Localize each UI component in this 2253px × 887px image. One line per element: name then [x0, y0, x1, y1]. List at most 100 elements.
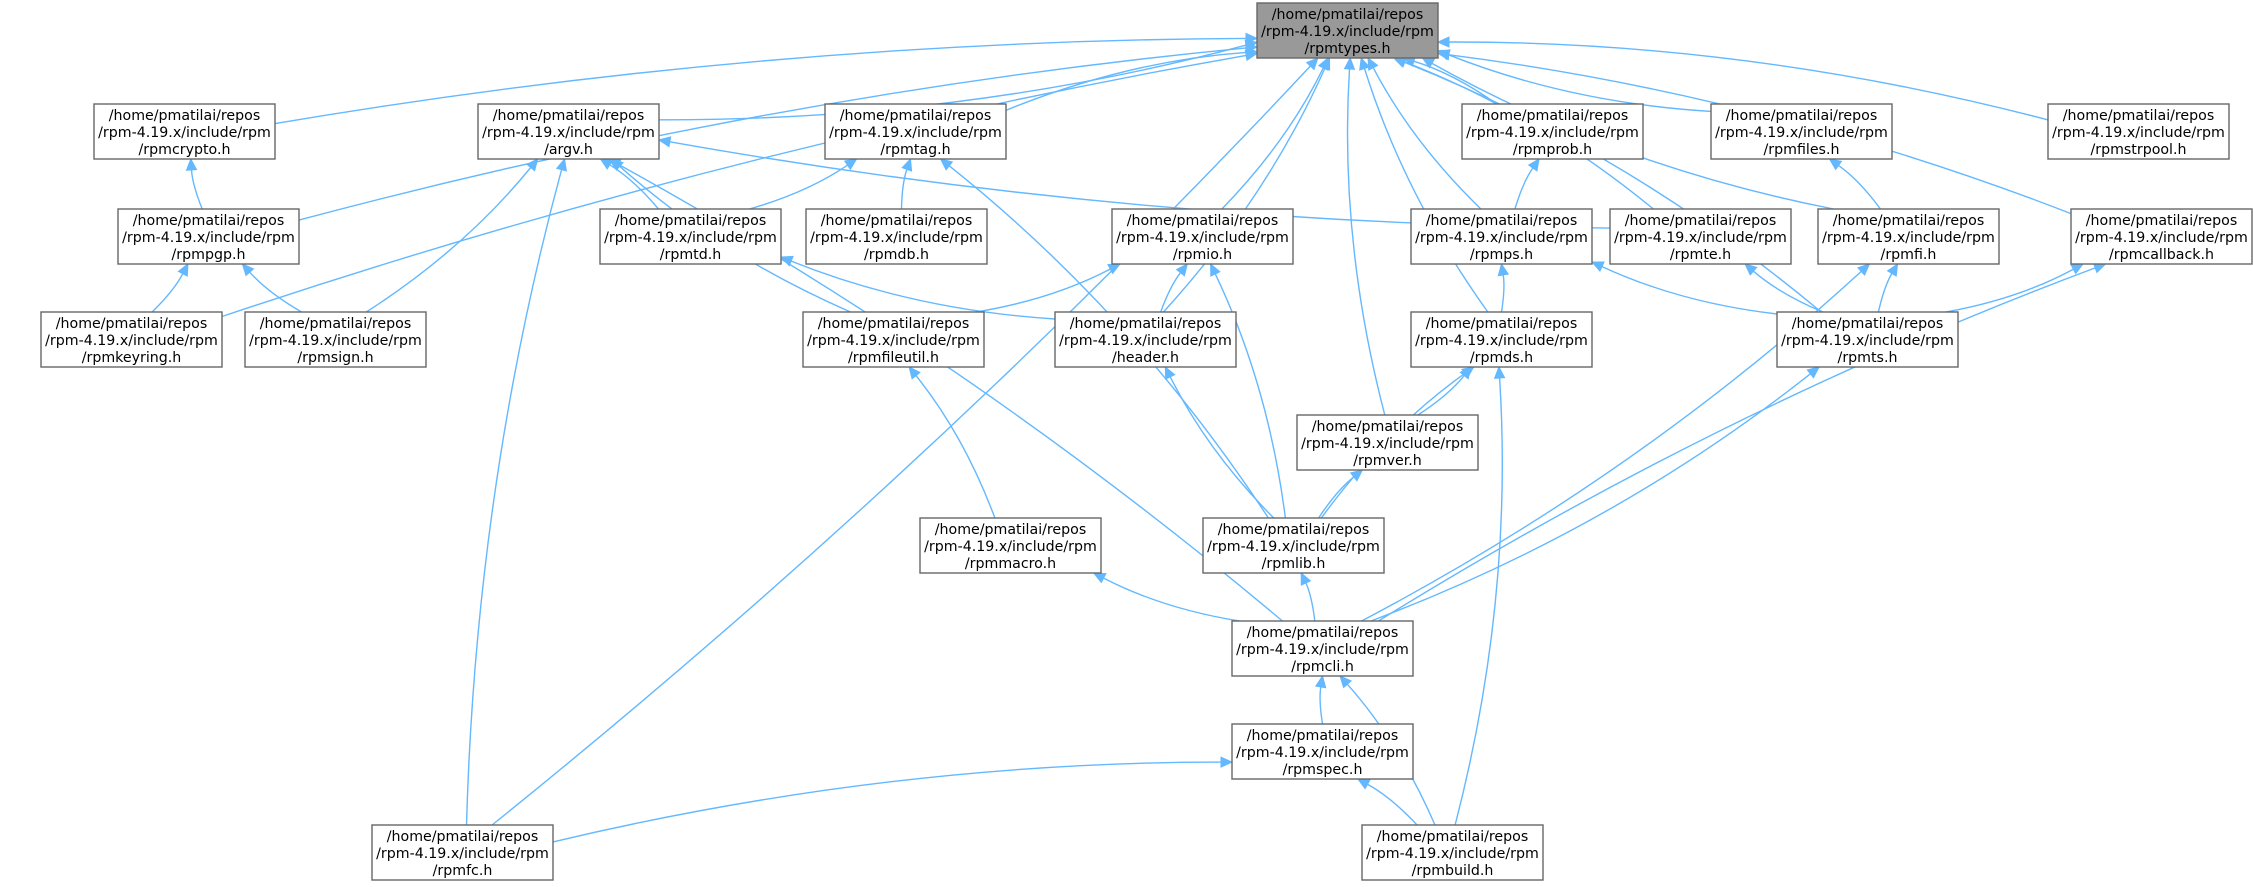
node-label-line: /rpm-4.19.x/include/rpm [249, 333, 422, 349]
edge-rpmdb-to-rpmtag [900, 157, 913, 210]
node-rpmver[interactable]: /home/pmatilai/repos/rpm-4.19.x/include/… [1296, 414, 1479, 471]
node-rpmdb[interactable]: /home/pmatilai/repos/rpm-4.19.x/include/… [805, 208, 988, 265]
edge-rpmspec-to-rpmcli [1314, 674, 1327, 725]
node-label-line: /home/pmatilai/repos [821, 213, 973, 229]
node-box [1817, 208, 2000, 265]
node-rpmpgp[interactable]: /home/pmatilai/repos/rpm-4.19.x/include/… [117, 208, 300, 265]
edge-rpmkeyring-to-rpmtypes [221, 49, 1259, 318]
node-rpmcli[interactable]: /home/pmatilai/repos/rpm-4.19.x/include/… [1231, 620, 1414, 677]
node-label-line: /rpmcli.h [1291, 659, 1354, 675]
node-box [93, 103, 276, 160]
node-rpmfileutil[interactable]: /home/pmatilai/repos/rpm-4.19.x/include/… [802, 311, 985, 368]
edge-rpmfi-to-rpmfiles [1828, 158, 1882, 210]
edge-rpmfc-to-rpmtypes [491, 57, 1319, 826]
node-header[interactable]: /home/pmatilai/repos/rpm-4.19.x/include/… [1054, 311, 1237, 368]
node-label-line: /rpm-4.19.x/include/rpm [604, 230, 777, 246]
node-argv[interactable]: /home/pmatilai/repos/rpm-4.19.x/include/… [477, 103, 660, 160]
edge-rpmcrypto-to-rpmtypes [274, 32, 1259, 125]
node-rpmps[interactable]: /home/pmatilai/repos/rpm-4.19.x/include/… [1410, 208, 1593, 265]
edge-rpmio-to-rpmtypes [1221, 56, 1329, 210]
node-box [2047, 103, 2230, 160]
node-box [244, 311, 427, 368]
node-label-line: /rpm-4.19.x/include/rpm [1715, 125, 1888, 141]
node-rpmspec[interactable]: /home/pmatilai/repos/rpm-4.19.x/include/… [1231, 723, 1414, 780]
nodes-layer: /home/pmatilai/repos/rpm-4.19.x/include/… [40, 2, 2253, 881]
node-label-line: /rpmfileutil.h [848, 350, 939, 366]
node-label-line: /rpm-4.19.x/include/rpm [1207, 539, 1380, 555]
edge-rpmts-to-rpmps [1590, 261, 1778, 315]
edge-rpmtd-to-argv [599, 158, 660, 210]
node-box [2070, 208, 2253, 265]
node-box [1609, 208, 1792, 265]
edge-header-to-rpmtypes [1162, 56, 1331, 313]
node-rpmtag[interactable]: /home/pmatilai/repos/rpm-4.19.x/include/… [824, 103, 1007, 160]
node-rpmstrpool[interactable]: /home/pmatilai/repos/rpm-4.19.x/include/… [2047, 103, 2230, 160]
node-label-line: /home/pmatilai/repos [1070, 316, 1222, 332]
node-rpmsign[interactable]: /home/pmatilai/repos/rpm-4.19.x/include/… [244, 311, 427, 368]
node-label-line: /home/pmatilai/repos [1127, 213, 1279, 229]
edge-rpmbuild-to-rpmspec [1356, 778, 1418, 826]
node-label-line: /rpm-4.19.x/include/rpm [1059, 333, 1232, 349]
node-rpmfiles[interactable]: /home/pmatilai/repos/rpm-4.19.x/include/… [1710, 103, 1893, 160]
node-label-line: /home/pmatilai/repos [133, 213, 285, 229]
node-label-line: /home/pmatilai/repos [1833, 213, 1985, 229]
node-label-line: /rpmps.h [1470, 247, 1533, 263]
node-label-line: /rpm-4.19.x/include/rpm [122, 230, 295, 246]
node-label-line: /argv.h [544, 142, 593, 158]
node-label-line: /home/pmatilai/repos [1426, 316, 1578, 332]
node-label-line: /rpmdb.h [864, 247, 929, 263]
node-label-line: /home/pmatilai/repos [2086, 213, 2238, 229]
node-rpmio[interactable]: /home/pmatilai/repos/rpm-4.19.x/include/… [1111, 208, 1294, 265]
node-rpmcallback[interactable]: /home/pmatilai/repos/rpm-4.19.x/include/… [2070, 208, 2253, 265]
node-rpmprob[interactable]: /home/pmatilai/repos/rpm-4.19.x/include/… [1461, 103, 1644, 160]
node-label-line: /rpm-4.19.x/include/rpm [1822, 230, 1995, 246]
node-label-line: /rpmsign.h [297, 350, 373, 366]
edge-rpmfileutil-to-rpmio [975, 263, 1122, 313]
node-label-line: /home/pmatilai/repos [56, 316, 208, 332]
node-label-line: /rpm-4.19.x/include/rpm [1366, 846, 1539, 862]
node-rpmts[interactable]: /home/pmatilai/repos/rpm-4.19.x/include/… [1776, 311, 1959, 368]
node-label-line: /rpm-4.19.x/include/rpm [1415, 333, 1588, 349]
edge-rpmps-to-rpmtypes [1367, 56, 1482, 210]
node-box [1202, 517, 1385, 574]
node-rpmmacro[interactable]: /home/pmatilai/repos/rpm-4.19.x/include/… [919, 517, 1102, 574]
node-rpmte[interactable]: /home/pmatilai/repos/rpm-4.19.x/include/… [1609, 208, 1792, 265]
node-rpmkeyring[interactable]: /home/pmatilai/repos/rpm-4.19.x/include/… [40, 311, 223, 368]
node-label-line: /home/pmatilai/repos [1377, 829, 1529, 845]
edge-rpmstrpool-to-rpmtypes [1436, 36, 2049, 121]
node-rpmlib[interactable]: /home/pmatilai/repos/rpm-4.19.x/include/… [1202, 517, 1385, 574]
node-rpmfi[interactable]: /home/pmatilai/repos/rpm-4.19.x/include/… [1817, 208, 2000, 265]
node-rpmfc[interactable]: /home/pmatilai/repos/rpm-4.19.x/include/… [371, 824, 554, 881]
node-label-line: /home/pmatilai/repos [935, 522, 1087, 538]
node-rpmds[interactable]: /home/pmatilai/repos/rpm-4.19.x/include/… [1410, 311, 1593, 368]
node-box [599, 208, 782, 265]
node-label-line: /home/pmatilai/repos [615, 213, 767, 229]
node-label-line: /rpm-4.19.x/include/rpm [1261, 24, 1434, 40]
node-label-line: /rpmbuild.h [1412, 863, 1494, 879]
node-rpmtypes: /home/pmatilai/repos/rpm-4.19.x/include/… [1256, 2, 1439, 59]
node-label-line: /rpmio.h [1173, 247, 1232, 263]
node-box [1256, 2, 1439, 59]
node-rpmtd[interactable]: /home/pmatilai/repos/rpm-4.19.x/include/… [599, 208, 782, 265]
node-box [1461, 103, 1644, 160]
edge-rpmbuild-to-rpmds [1454, 365, 1506, 826]
edge-rpmkeyring-to-rpmpgp [151, 262, 189, 313]
node-label-line: /home/pmatilai/repos [1726, 108, 1878, 124]
node-label-line: /rpmfc.h [433, 863, 493, 879]
node-label-line: /rpm-4.19.x/include/rpm [2052, 125, 2225, 141]
node-label-line: /rpmcallback.h [2109, 247, 2214, 263]
edge-rpmlib-to-rpmver [1318, 469, 1364, 519]
edge-rpmfc-to-argv [465, 157, 568, 826]
node-rpmcrypto[interactable]: /home/pmatilai/repos/rpm-4.19.x/include/… [93, 103, 276, 160]
node-box [805, 208, 988, 265]
edge-rpmsign-to-rpmpgp [241, 263, 302, 313]
edge-rpmsign-to-argv [365, 158, 539, 313]
edge-rpmps-to-rpmprob [1514, 158, 1540, 210]
node-box [1410, 208, 1593, 265]
node-rpmbuild[interactable]: /home/pmatilai/repos/rpm-4.19.x/include/… [1361, 824, 1544, 881]
node-box [1231, 723, 1414, 780]
node-box [802, 311, 985, 368]
edge-rpmcli-to-rpmmacro [1092, 572, 1240, 622]
node-label-line: /rpmtag.h [880, 142, 950, 158]
node-label-line: /home/pmatilai/repos [818, 316, 970, 332]
